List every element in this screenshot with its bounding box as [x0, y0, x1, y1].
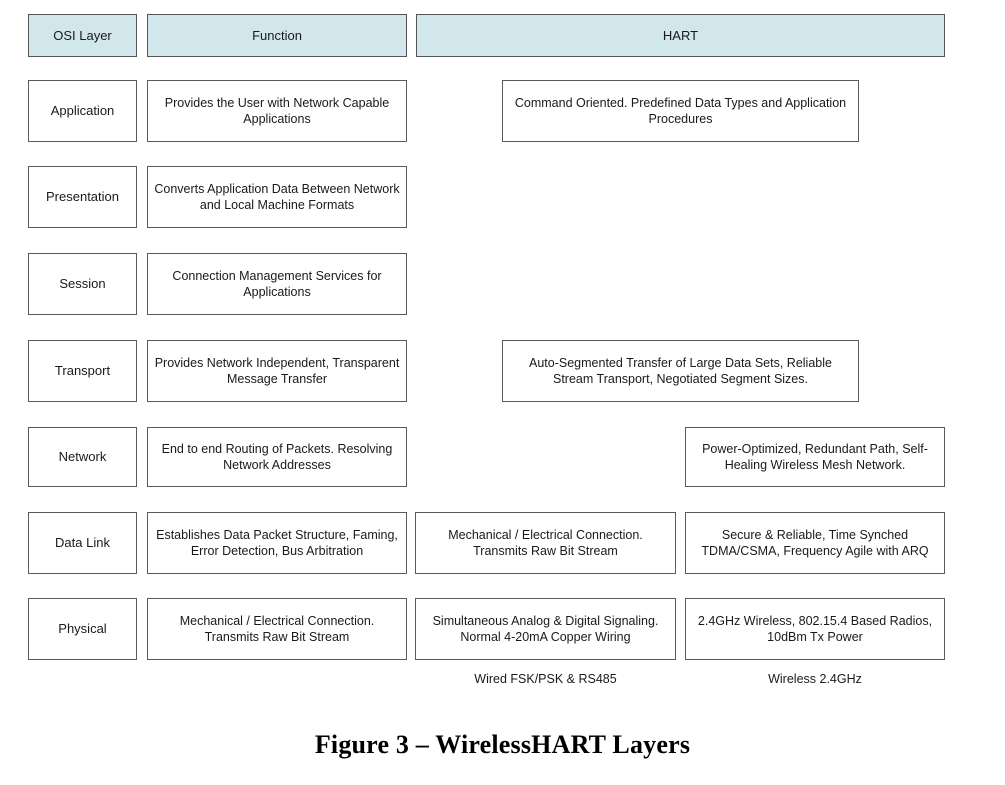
footnote-wireless: Wireless 2.4GHz — [768, 672, 862, 686]
hart-wired-cell-data-link: Mechanical / Electrical Connection. Tran… — [415, 512, 676, 574]
function-cell-transport: Provides Network Independent, Transparen… — [147, 340, 407, 402]
function-cell-network: End to end Routing of Packets. Resolving… — [147, 427, 407, 487]
layer-label-data-link: Data Link — [55, 535, 110, 550]
layer-cell-network: Network — [28, 427, 137, 487]
hart-wired-text-data-link: Mechanical / Electrical Connection. Tran… — [448, 528, 643, 558]
layer-label-transport: Transport — [54, 363, 111, 378]
layer-cell-transport: Transport — [28, 340, 137, 402]
function-text-physical: Mechanical / Electrical Connection. Tran… — [179, 614, 375, 644]
layer-label-presentation: Presentation — [46, 189, 119, 204]
figure-caption: Figure 3 – WirelessHART Layers — [314, 730, 691, 759]
function-text-data-link: Establishes Data Packet Structure, Famin… — [156, 528, 398, 558]
function-text-application: Provides the User with Network Capable A… — [164, 96, 390, 126]
hart-cell-application: Command Oriented. Predefined Data Types … — [502, 80, 859, 142]
function-text-session: Connection Management Services for Appli… — [172, 269, 382, 299]
layer-label-network: Network — [58, 449, 107, 464]
function-cell-presentation: Converts Application Data Between Networ… — [147, 166, 407, 228]
layer-label-session: Session — [59, 276, 106, 291]
layer-cell-presentation: Presentation — [28, 166, 137, 228]
hart-wired-cell-physical: Simultaneous Analog & Digital Signaling.… — [415, 598, 676, 660]
hart-text-application: Command Oriented. Predefined Data Types … — [514, 96, 847, 126]
function-text-network: End to end Routing of Packets. Resolving… — [161, 442, 393, 472]
function-text-transport: Provides Network Independent, Transparen… — [154, 356, 400, 386]
hart-wired-text-physical: Simultaneous Analog & Digital Signaling.… — [432, 614, 659, 644]
header-function-label: Function — [252, 27, 302, 43]
header-osi-layer-label: OSI Layer — [53, 27, 112, 43]
layer-label-application: Application — [50, 103, 115, 118]
hart-wireless-text-physical: 2.4GHz Wireless, 802.15.4 Based Radios, … — [697, 614, 933, 644]
layer-label-physical: Physical — [58, 621, 107, 636]
function-cell-physical: Mechanical / Electrical Connection. Tran… — [147, 598, 407, 660]
header-hart: HART — [416, 14, 945, 57]
hart-wireless-cell-data-link: Secure & Reliable, Time Synched TDMA/CSM… — [685, 512, 945, 574]
function-cell-application: Provides the User with Network Capable A… — [147, 80, 407, 142]
layer-cell-data-link: Data Link — [28, 512, 137, 574]
header-hart-label: HART — [662, 27, 699, 43]
header-osi-layer: OSI Layer — [28, 14, 137, 57]
layer-cell-physical: Physical — [28, 598, 137, 660]
function-cell-session: Connection Management Services for Appli… — [147, 253, 407, 315]
hart-cell-transport: Auto-Segmented Transfer of Large Data Se… — [502, 340, 859, 402]
function-text-presentation: Converts Application Data Between Networ… — [154, 182, 400, 212]
hart-text-transport: Auto-Segmented Transfer of Large Data Se… — [529, 356, 832, 386]
hart-wireless-cell-network: Power-Optimized, Redundant Path, Self-He… — [685, 427, 945, 487]
function-cell-data-link: Establishes Data Packet Structure, Famin… — [147, 512, 407, 574]
footnote-wired: Wired FSK/PSK & RS485 — [474, 672, 617, 686]
hart-wireless-text-network: Power-Optimized, Redundant Path, Self-He… — [702, 442, 928, 472]
layer-cell-session: Session — [28, 253, 137, 315]
layer-cell-application: Application — [28, 80, 137, 142]
hart-wireless-text-data-link: Secure & Reliable, Time Synched TDMA/CSM… — [701, 528, 929, 558]
header-function: Function — [147, 14, 407, 57]
hart-wireless-cell-physical: 2.4GHz Wireless, 802.15.4 Based Radios, … — [685, 598, 945, 660]
